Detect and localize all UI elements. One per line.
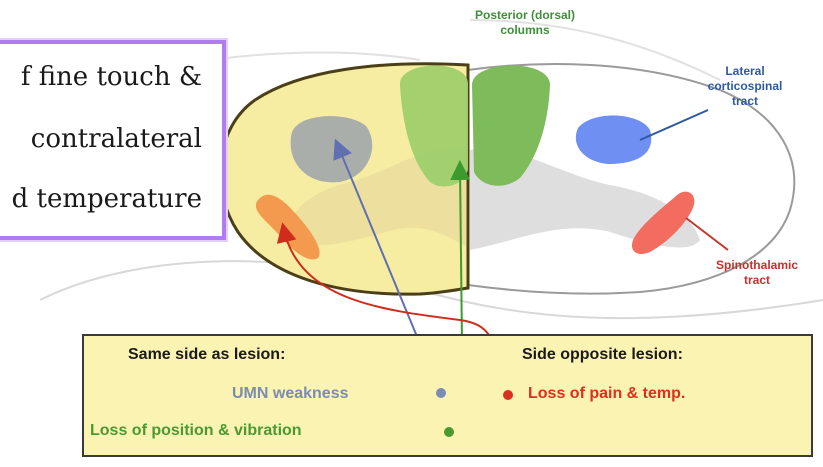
umn-weakness-text: UMN weakness [232,385,349,403]
umn-dot [436,388,446,398]
callout-line-1: f fine touch & [21,62,202,92]
callout-line-3: d temperature [12,184,202,214]
pain-temp-text: Loss of pain & temp. [528,385,685,403]
lateral-corticospinal-label-line: Lateral [690,64,800,79]
spinothalamic-label: Spinothalamic tract [702,258,812,288]
legend-box: Same side as lesion: Side opposite lesio… [82,334,813,457]
same-side-heading: Same side as lesion: [128,346,285,364]
pain-dot [503,390,513,400]
posterior-columns-label-line: columns [455,23,595,38]
callout-box: f fine touch & contralateral d temperatu… [0,40,226,240]
position-dot [444,427,454,437]
position-vibration-text: Loss of position & vibration [90,422,302,440]
lateral-corticospinal-label-line: tract [690,94,800,109]
spinothalamic-label-line: Spinothalamic [702,258,812,273]
callout-line-2: contralateral [31,124,202,154]
posterior-columns-label-line: Posterior (dorsal) [455,8,595,23]
posterior-columns-label: Posterior (dorsal) columns [455,8,595,38]
opposite-side-heading: Side opposite lesion: [522,346,683,364]
lateral-corticospinal-label: Lateral corticospinal tract [690,64,800,109]
lateral-corticospinal-label-line: corticospinal [690,79,800,94]
spinothalamic-label-line: tract [702,273,812,288]
